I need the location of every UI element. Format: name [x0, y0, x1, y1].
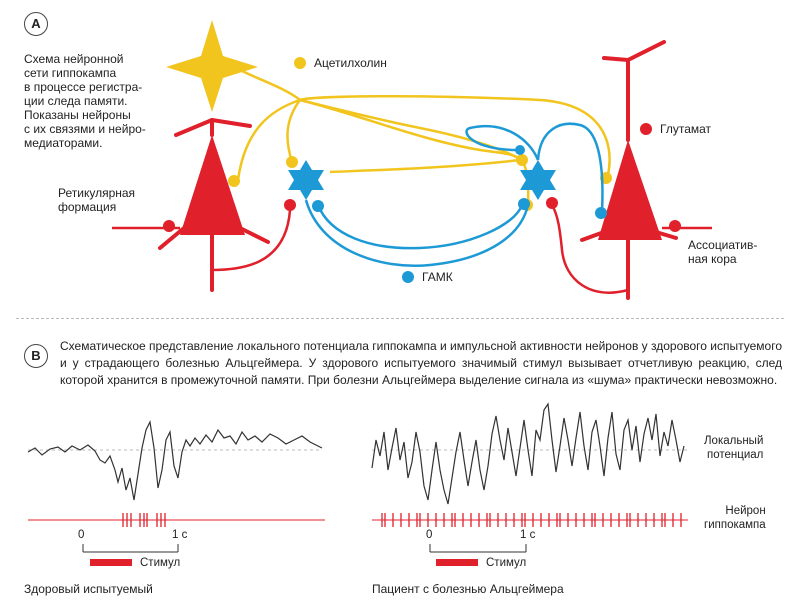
title-line: Схема нейронной — [24, 52, 124, 66]
glutamate-dot — [640, 123, 652, 135]
acetylcholine-dot — [294, 57, 306, 69]
label-line: Локальный — [704, 435, 764, 447]
glutamate-axons — [211, 204, 629, 294]
patient-lfp-trace — [371, 402, 685, 505]
acetylcholine-terminal — [516, 154, 528, 166]
lfp-label: Локальный потенциал — [704, 434, 763, 462]
panel-divider — [16, 318, 784, 319]
glutamate-neuron-right — [580, 40, 712, 300]
healthy-time-scale — [82, 544, 179, 553]
patient-caption: Пациент с болезнью Альцгеймера — [372, 582, 564, 596]
legend-label: ГАМК — [422, 270, 453, 284]
title-line: ции следа памяти. — [24, 94, 128, 108]
title-line: Показаны нейроны — [24, 108, 131, 122]
patient-stimulus-bar — [436, 559, 478, 566]
patient-spike-train — [381, 513, 682, 527]
label-line: гиппокампа — [704, 519, 766, 531]
glutamate-neuron-left — [112, 118, 270, 292]
legend-gaba: ГАМК — [402, 270, 453, 284]
association-cortex-label: Ассоциатив- ная кора — [688, 238, 757, 266]
healthy-spike-train — [122, 513, 166, 527]
glutamate-terminal — [546, 197, 558, 209]
acetylcholine-neuron-star — [166, 20, 258, 112]
label-line: потенциал — [707, 449, 764, 461]
glutamate-terminal — [163, 220, 175, 232]
panel-b-description: Схематическое представление локального п… — [60, 339, 782, 387]
healthy-tick-start: 0 — [78, 529, 85, 541]
label-line: формация — [58, 200, 117, 214]
patient-tick-end: 1 с — [520, 529, 536, 541]
title-line: в процессе регистра- — [24, 80, 143, 94]
healthy-stimulus-bar — [90, 559, 132, 566]
title-line: с их связями и нейро- — [24, 122, 146, 136]
panel-b-badge: B — [24, 344, 48, 368]
patient-stimulus-label: Стимул — [486, 557, 527, 569]
panel-a-title: Схема нейронной сети гиппокампа в процес… — [24, 52, 164, 150]
reticular-formation-label: Ретикулярная формация — [58, 186, 135, 214]
acetylcholine-terminal — [286, 156, 298, 168]
label-line: Ассоциатив- — [688, 238, 758, 252]
legend-label: Ацетилхолин — [314, 56, 387, 70]
legend-glutamate: Глутамат — [640, 122, 711, 136]
gaba-axons — [304, 122, 604, 267]
label-line: ная кора — [688, 252, 737, 266]
healthy-lfp-trace — [27, 420, 323, 501]
patient-time-scale — [429, 544, 527, 553]
glutamate-terminal — [284, 199, 296, 211]
gaba-terminal — [518, 198, 530, 210]
healthy-stimulus-label: Стимул — [140, 557, 181, 569]
gaba-terminal — [515, 145, 525, 155]
label-line: Ретикулярная — [58, 186, 136, 200]
healthy-tick-end: 1 с — [172, 529, 188, 541]
legend-acetylcholine: Ацетилхолин — [294, 56, 387, 70]
title-line: медиаторами. — [24, 136, 103, 150]
gaba-interneuron-right — [520, 160, 556, 200]
healthy-caption: Здоровый испытуемый — [24, 582, 153, 596]
legend-label: Глутамат — [660, 122, 712, 136]
acetylcholine-terminal — [228, 175, 240, 187]
gaba-interneuron-left — [288, 160, 324, 200]
gaba-terminal — [595, 207, 607, 219]
glutamate-terminal — [669, 220, 681, 232]
title-line: сети гиппокампа — [24, 66, 117, 80]
gaba-terminal — [312, 200, 324, 212]
gaba-dot — [402, 271, 414, 283]
hippocampal-neuron-label: Нейрон гиппокампа — [704, 504, 766, 532]
label-line: Нейрон — [725, 505, 766, 517]
patient-tick-start: 0 — [426, 529, 433, 541]
panel-a-badge: A — [24, 12, 48, 36]
